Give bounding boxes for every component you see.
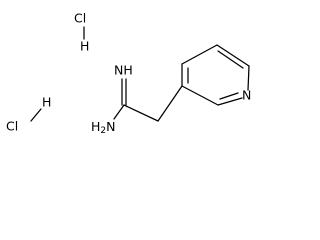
h-cl-bond-lower <box>30 108 42 122</box>
hydrogen-atom-lower: H <box>42 95 51 110</box>
chlorine-atom-lower: Cl <box>6 119 18 134</box>
hcl-salt-lower: H Cl <box>6 95 51 134</box>
ring-bond-c2-n1 <box>217 97 243 106</box>
amidine-group: NH H2N <box>91 63 183 136</box>
ring-inner-double-c6-c5 <box>217 50 244 69</box>
amine-h-label: H <box>91 119 100 134</box>
amine-nitrogen: H2N <box>91 119 116 136</box>
pyridine-nitrogen: N <box>242 88 251 103</box>
ch2-pyridine-bond <box>157 85 183 122</box>
ring-bond-c3-c2 <box>181 85 219 106</box>
ring-bond-c6-c5 <box>216 44 250 67</box>
pyridine-ring: N <box>181 44 251 106</box>
hydrogen-atom-upper: H <box>80 39 89 54</box>
imine-nitrogen: NH <box>114 63 133 78</box>
ring-bond-n1-c6 <box>247 65 250 91</box>
chemical-structure: Cl H H Cl NH H2N N <box>6 11 251 136</box>
amine-subscript: 2 <box>100 126 106 136</box>
amine-n-label: N <box>106 119 115 134</box>
c-ch2-bond <box>123 104 159 122</box>
hcl-salt-upper: Cl H <box>74 11 89 54</box>
ring-inner-double-c2-n1 <box>219 92 239 100</box>
ring-bond-c5-c4 <box>181 44 218 65</box>
c-nh2-bond <box>113 104 125 120</box>
chlorine-atom-upper: Cl <box>74 11 86 26</box>
